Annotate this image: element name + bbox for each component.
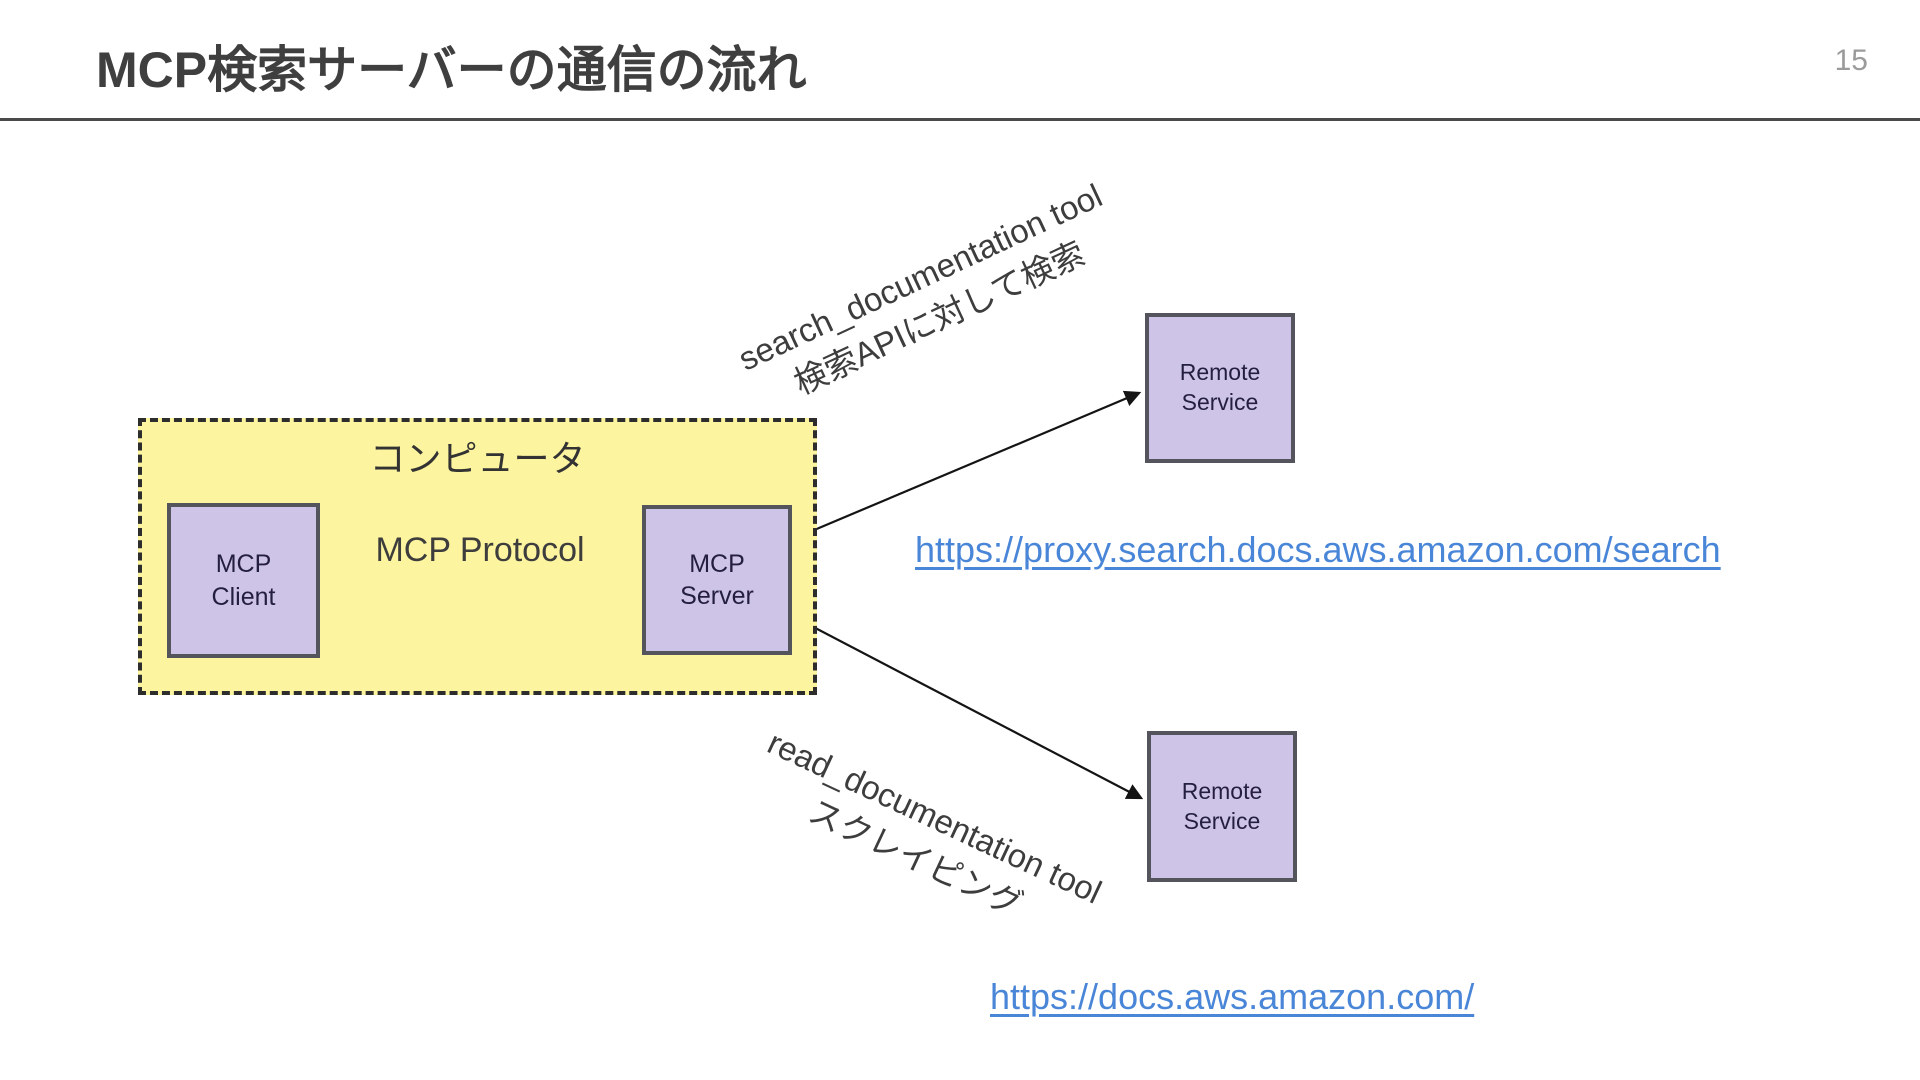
page-number: 15 <box>1834 44 1868 77</box>
mcp-client-label-line2: Client <box>211 582 276 611</box>
search-tool-annotation: search_documentation tool 検索APIに対して検索 <box>732 174 1129 422</box>
mcp-protocol-label: MCP Protocol <box>375 531 585 569</box>
search-api-link[interactable]: https://proxy.search.docs.aws.amazon.com… <box>915 529 1721 570</box>
remote-service-bottom-label-line1: Remote <box>1181 777 1263 804</box>
remote-service-bottom-node: Remote Service <box>1147 731 1297 882</box>
search-tool-arrow <box>797 390 1142 539</box>
mcp-client-node: MCP Client <box>167 503 320 658</box>
slide-header: MCP検索サーバーの通信の流れ 15 <box>0 0 1920 121</box>
page-title: MCP検索サーバーの通信の流れ <box>96 42 807 98</box>
computer-group-label: コンピュータ <box>369 438 586 479</box>
remote-service-bottom-label-line2: Service <box>1183 807 1261 834</box>
docs-link[interactable]: https://docs.aws.amazon.com/ <box>990 976 1475 1017</box>
read-tool-annotation: read_documentation tool スクレイピング <box>742 721 1109 955</box>
mcp-server-node: MCP Server <box>642 505 792 655</box>
mcp-server-label-line1: MCP <box>689 549 745 578</box>
remote-service-top-label-line1: Remote <box>1179 359 1261 386</box>
mcp-server-label-line2: Server <box>680 582 754 610</box>
remote-service-top-label-line2: Service <box>1181 389 1259 415</box>
mcp-client-label-line1: MCP <box>215 550 272 578</box>
remote-service-top-node: Remote Service <box>1145 313 1295 463</box>
